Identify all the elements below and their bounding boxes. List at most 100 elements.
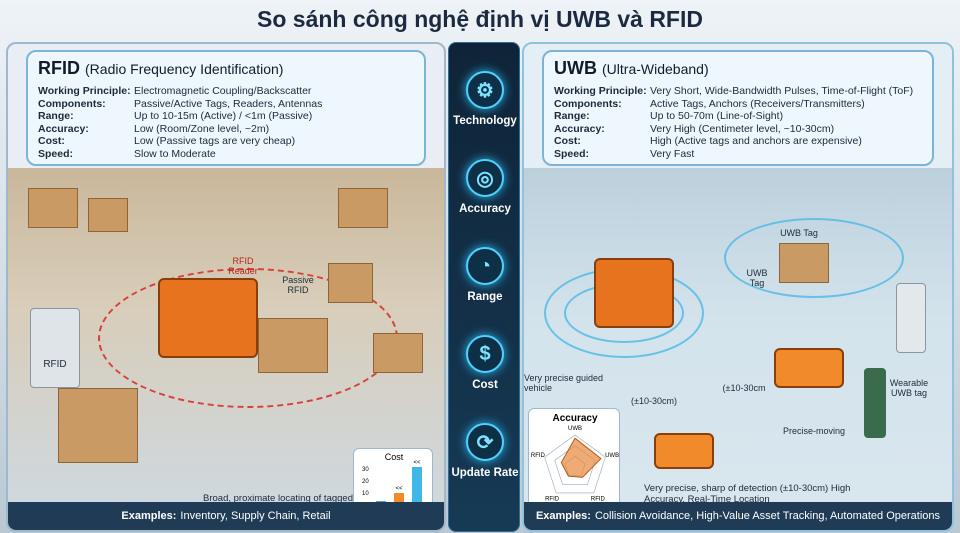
uwb-spec-rows: Working Principle:Very Short, Wide-Bandw… [554,85,922,160]
category-icon: ⟳ [466,423,504,461]
category-technology: ⚙ Technology [449,71,521,127]
spec-value: Very Short, Wide-Bandwidth Pulses, Time-… [650,85,914,97]
uwb-full-name: (Ultra-Wideband) [602,61,709,77]
tagged-box [373,333,423,373]
uwb-examples-label: Examples: [535,510,591,522]
category-label: Technology [453,115,517,127]
tagged-box [328,263,373,303]
radar-axis-label: UWB [605,453,619,459]
forklift-icon [158,278,258,358]
agv-icon [774,348,844,388]
rfid-spec-row: Cost:Low (Passive tags are very cheap) [38,135,414,148]
radar-axis-label: RFID [531,453,546,459]
rfid-spec-row: Speed: Slow to Moderate [38,148,414,161]
pallet-box [258,318,328,373]
category-icon: ◎ [466,159,504,197]
forklift-icon [594,258,674,328]
uwb-warehouse-scene: UWB Tag UWB Tag Very precise guided vehi… [524,168,952,512]
radar-grid [544,434,606,494]
radar-axis-label: RFID [591,497,606,503]
spec-key: Components: [554,97,622,110]
spec-key: Accuracy: [38,122,89,135]
uwb-signal-ring [724,218,904,298]
accuracy-label: (±10-30cm) [631,396,677,406]
precise-moving-label: Precise-moving [782,426,846,436]
rfid-examples-bar: Examples: Inventory, Supply Chain, Retai… [8,502,444,530]
spec-key: Speed: [38,147,74,160]
radar-axis-label: UWB [568,426,582,432]
category-icon: ◔ [466,247,504,285]
spec-value: High (Active tags and anchors are expens… [650,135,862,147]
agv-icon [654,433,714,469]
passive-rfid-label: Passive RFID [282,275,314,295]
rfid-spec-row: Accuracy: Low (Room/Zone level, ~2m) [38,123,414,136]
category-update-rate: ⟳Update Rate [449,423,521,479]
spec-value: Very High (Centimeter level, ~10-30cm) [650,122,835,135]
category-label: Accuracy [459,203,511,215]
uwb-spec-row: Components: Active Tags, Anchors (Receive… [554,98,922,111]
charging-station-icon [896,283,926,353]
uwb-tagged-box [779,243,829,283]
rfid-examples-text: Inventory, Supply Chain, Retail [180,510,331,522]
cost-bar-mark: << [413,460,421,466]
shelf-box [28,188,78,228]
uwb-examples-text: Collision Avoidance, High-Value Asset Tr… [594,510,941,522]
category-icon: $ [466,335,504,373]
category-cost: $ Cost [449,335,521,391]
pallet-box [58,388,138,463]
guided-vehicle-label: Very precise guided vehicle [524,373,604,393]
wearable-tag-label: Wearable UWB tag [889,378,929,398]
spec-value: Passive/Active Tags, Readers, Antennas [134,97,323,110]
rfid-examples-label: Examples: [121,510,177,522]
cost-tick-label: 10 [362,491,369,497]
rfid-warehouse-scene: RFID RFID Reader Passive RFID Broad, pro… [8,168,444,528]
category-range: ◔ Range [449,247,521,303]
rfid-panel: RFID (Radio Frequency Identification) Wo… [6,42,446,532]
uwb-tag-label: UWB Tag [780,228,818,238]
cost-tick-label: 30 [362,467,369,473]
shelf-box [88,198,128,232]
spec-key: Range: [554,110,590,122]
uwb-name: UWB [554,58,597,78]
cost-bar [412,467,422,507]
spec-key: Range: [38,110,74,122]
shelf-box [338,188,388,228]
spec-value: Very Fast [650,147,695,160]
radar-title: Accuracy [552,413,597,424]
category-label: Cost [472,379,498,391]
worker-icon [864,368,886,438]
rfid-full-name: (Radio Frequency Identification) [85,61,284,77]
uwb-examples-bar: Examples: Collision Avoidance, High-Valu… [524,502,952,530]
spec-value: Up to 10-15m (Active) / <1m (Passive) [134,110,313,122]
cost-tick-label: 20 [362,479,369,485]
spec-key: Cost: [554,135,581,147]
rfid-name: RFID [38,58,80,78]
spec-value: Slow to Moderate [134,147,216,160]
uwb-heading: UWB (Ultra-Wideband) [554,58,922,79]
rfid-gate-icon: RFID [30,308,80,388]
radar-shape [560,437,602,478]
spec-value: Electromagnetic Coupling/Backscatter [134,85,312,97]
uwb-spec-row: Working Principle:Very Short, Wide-Bandw… [554,85,922,98]
spec-value: Up to 50-70m (Line-of-Sight) [650,110,784,122]
comparison-categories: ⚙ Technology ◎ Accuracy ◔ Range $ Cost ⟳Update R… [448,42,520,532]
cost-bar [394,493,404,507]
uwb-panel: UWB (Ultra-Wideband) Working Principle:V… [522,42,954,532]
category-label: Range [467,291,503,303]
category-icon: ⚙ [466,71,504,109]
accuracy-label: (±10-30cm [722,383,766,393]
spec-value: Low (Room/Zone level, ~2m) [134,122,270,135]
rfid-spec-card: RFID (Radio Frequency Identification) Wo… [26,50,426,166]
cost-bar-mark: << [395,486,403,492]
uwb-spec-row: Accuracy: Very High (Centimeter level, ~1… [554,123,922,136]
spec-key: Components: [38,97,106,110]
rfid-spec-row: Components: Passive/Active Tags, Readers,… [38,98,414,111]
rfid-heading: RFID (Radio Frequency Identification) [38,58,414,79]
spec-value: Active Tags, Anchors (Receivers/Transmit… [650,97,865,110]
spec-key: Accuracy: [554,122,605,135]
rfid-spec-row: Range: Up to 10-15m (Active) / <1m (Passi… [38,110,414,123]
uwb-spec-row: Speed:Very Fast [554,148,922,161]
spec-key: Working Principle: [38,85,131,97]
